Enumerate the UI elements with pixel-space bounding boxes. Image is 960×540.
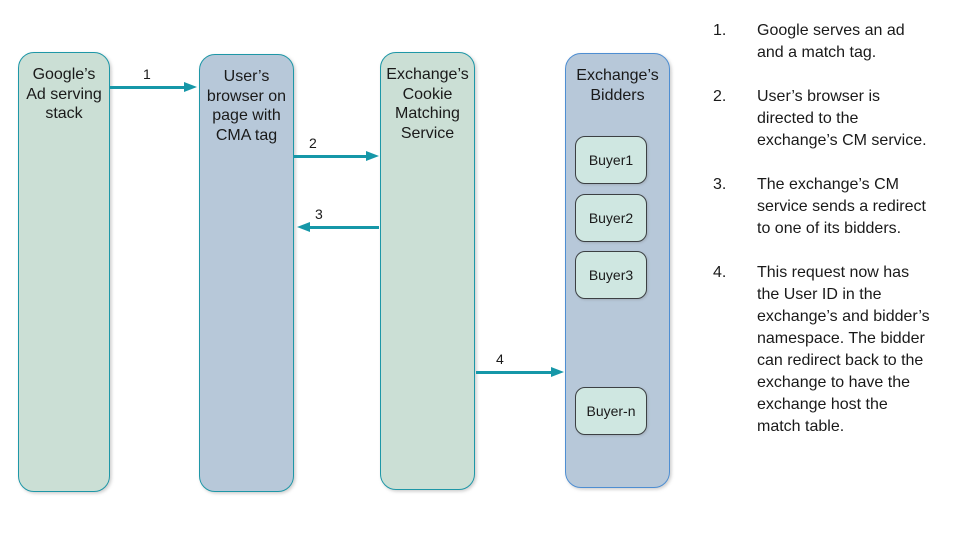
node-label-google: Google’s Ad serving stack (26, 66, 102, 122)
arrowhead-right-icon (184, 82, 197, 93)
step-text: The exchange’s CM service sends a redire… (757, 176, 926, 237)
step-item-1: 1. Google serves an ad and a match tag. (713, 20, 947, 64)
buyer-box-2: Buyer2 (575, 194, 647, 242)
buyer-box-3: Buyer3 (575, 251, 647, 299)
step-number: 1. (713, 22, 727, 39)
flow-arrow-1: 1 (110, 67, 197, 93)
buyer-box-1: Buyer1 (575, 136, 647, 184)
flow-arrow-3: 3 (297, 207, 379, 233)
step-number: 3. (713, 176, 727, 193)
steps-list: 1. Google serves an ad and a match tag. … (713, 20, 947, 460)
arrow-1-step-number: 1 (143, 66, 151, 82)
step-text: This request now has the User ID in the … (757, 264, 930, 435)
buyer-label-1: Buyer1 (588, 152, 634, 168)
buyer-label-3: Buyer3 (588, 267, 634, 283)
node-exchange-cookie-matching-service: Exchange’s Cookie Matching Service (380, 52, 475, 490)
arrowhead-right-icon (366, 151, 379, 162)
buyer-label-2: Buyer2 (588, 210, 634, 226)
arrow-4-step-number: 4 (496, 351, 504, 367)
arrow-3-step-number: 3 (315, 206, 323, 222)
step-text: User’s browser is directed to the exchan… (757, 88, 927, 149)
step-item-4: 4. This request now has the User ID in t… (713, 262, 947, 438)
flow-arrow-4: 4 (476, 352, 564, 378)
arrowhead-right-icon (551, 367, 564, 378)
step-number: 4. (713, 264, 727, 281)
buyer-label-n: Buyer-n (586, 403, 636, 419)
node-users-browser: User’s browser on page with CMA tag (199, 54, 294, 492)
step-text: Google serves an ad and a match tag. (757, 22, 905, 61)
node-google-ad-serving-stack: Google’s Ad serving stack (18, 52, 110, 492)
step-item-3: 3. The exchange’s CM service sends a red… (713, 174, 947, 240)
step-number: 2. (713, 88, 727, 105)
arrow-2-step-number: 2 (309, 135, 317, 151)
buyer-box-n: Buyer-n (575, 387, 647, 435)
node-label-browser: User’s browser on page with CMA tag (206, 68, 287, 144)
flow-arrow-2: 2 (294, 136, 379, 162)
step-item-2: 2. User’s browser is directed to the exc… (713, 86, 947, 152)
node-label-bidders: Exchange’s Bidders (576, 67, 659, 104)
arrowhead-left-icon (297, 222, 310, 233)
node-label-cm-service: Exchange’s Cookie Matching Service (386, 66, 469, 142)
node-exchange-bidders: Exchange’s Bidders Buyer1 Buyer2 Buyer3 … (565, 53, 670, 488)
